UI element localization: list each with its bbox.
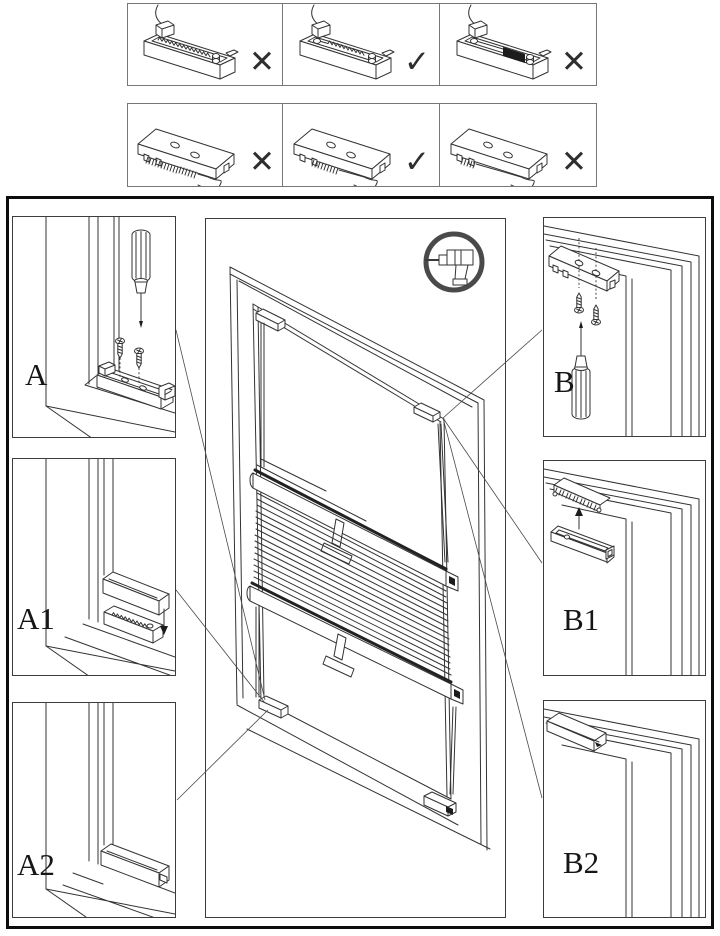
guide-cell-spring-wrong-2: ✕: [440, 3, 597, 86]
guide-cell-cord-wrong-2: ✕: [440, 103, 597, 191]
detail-panel-B2: B2: [543, 700, 706, 918]
rail-cord-partial-wrap-drawing: [293, 128, 391, 191]
bottom-bracket-screwing-drawing: [45, 217, 175, 437]
bracket-spring-centered-drawing: [299, 4, 395, 80]
bottom-rail-clip-in-drawing: [45, 459, 175, 675]
guide-cell-spring-wrong-1: ✕: [127, 3, 283, 86]
check-mark-icon: ✓: [404, 44, 430, 80]
cross-mark-icon: ✕: [249, 44, 275, 80]
spring-position-guide: ✕ ✓: [127, 3, 597, 86]
detail-panel-A1: A1: [12, 458, 176, 676]
bracket-spring-stretched-drawing: [143, 4, 239, 80]
detail-panel-A: A: [12, 216, 176, 438]
top-rail-clip-in-drawing: [544, 468, 700, 675]
cord-wrap-guide: ✕ ✓: [127, 103, 597, 191]
callout-label-B: B: [554, 364, 575, 399]
detail-panel-B: B: [543, 217, 706, 437]
top-rail-installed-drawing: [544, 708, 700, 917]
bottom-rail-installed-drawing: [45, 703, 175, 917]
detail-panel-B1: B1: [543, 460, 706, 676]
detail-panel-A2: A2: [12, 702, 176, 918]
guide-cell-cord-correct: ✓: [283, 103, 440, 191]
callout-label-A1: A1: [17, 601, 55, 636]
window-with-pleated-blind-drawing: [229, 231, 491, 851]
rail-cord-minimal-wrap-drawing: [450, 128, 548, 191]
rail-cord-full-wrap-drawing: [137, 128, 235, 191]
check-mark-icon: ✓: [404, 144, 430, 180]
bracket-spring-compressed-drawing: [456, 4, 552, 80]
callout-label-A2: A2: [17, 847, 55, 882]
center-window-drawing-panel: [205, 218, 506, 918]
guide-cell-spring-correct: ✓: [283, 3, 440, 86]
guide-cell-cord-wrong-1: ✕: [127, 103, 283, 191]
cross-mark-icon: ✕: [561, 144, 587, 180]
cross-mark-icon: ✕: [249, 144, 275, 180]
callout-label-B1: B1: [563, 602, 600, 637]
cross-mark-icon: ✕: [561, 44, 587, 80]
callout-label-B2: B2: [563, 845, 600, 880]
drill-icon: [423, 231, 485, 293]
callout-label-A: A: [25, 357, 48, 392]
top-bracket-screwing-drawing: [544, 225, 700, 436]
